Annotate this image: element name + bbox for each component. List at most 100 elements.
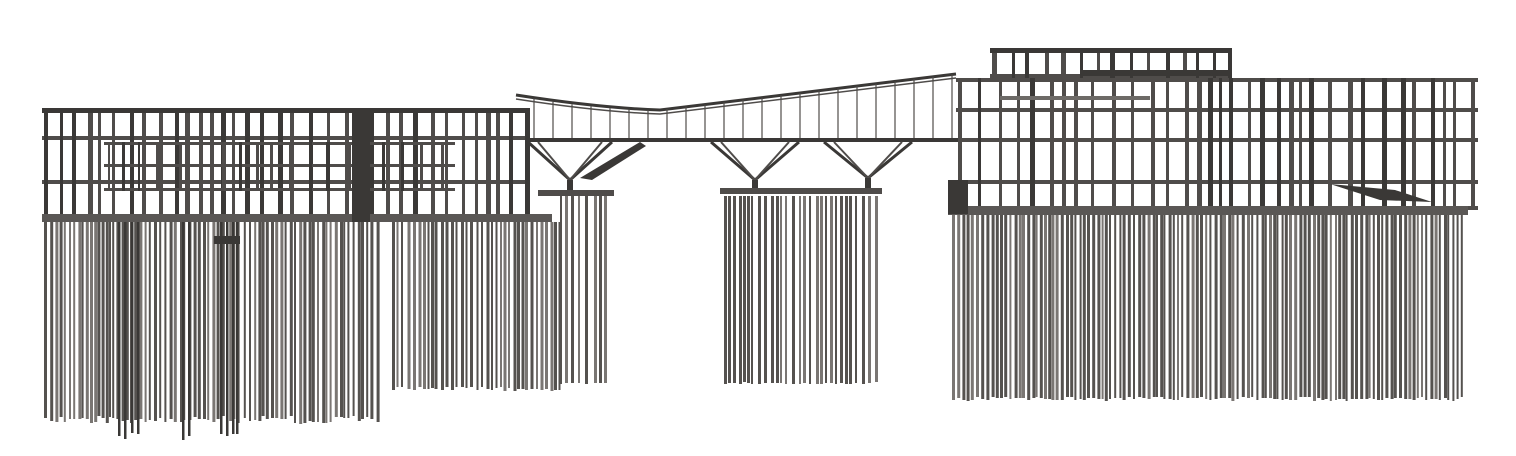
- pile: [952, 214, 955, 400]
- column: [1382, 78, 1387, 210]
- pile: [1114, 214, 1117, 398]
- pile: [1160, 214, 1164, 397]
- pile: [125, 222, 129, 420]
- pile: [325, 222, 328, 423]
- pile: [1365, 214, 1369, 399]
- pile: [237, 222, 240, 423]
- column: [1299, 78, 1302, 210]
- pile: [59, 222, 63, 417]
- column: [1443, 78, 1446, 210]
- pile: [303, 222, 307, 423]
- pile: [508, 222, 510, 388]
- pile: [1181, 214, 1184, 397]
- pile: [69, 222, 71, 419]
- bridge-deck: [528, 138, 958, 142]
- pile: [1264, 214, 1267, 398]
- pile: [1299, 214, 1303, 397]
- bridge-strut: [569, 141, 603, 181]
- pile: [1032, 214, 1036, 398]
- pile: [1307, 214, 1311, 397]
- pile: [352, 222, 355, 416]
- central-pier-piles: [724, 196, 878, 384]
- pile: [966, 214, 970, 401]
- column: [210, 108, 214, 218]
- pile: [1092, 214, 1096, 398]
- pile: [1335, 214, 1337, 400]
- column: [413, 108, 418, 218]
- column: [326, 142, 330, 191]
- pile: [594, 196, 597, 383]
- pile: [1214, 214, 1218, 399]
- pile: [733, 196, 736, 383]
- pile: [180, 222, 183, 422]
- strut-base: [567, 180, 573, 190]
- pile: [1138, 214, 1142, 397]
- beam: [104, 142, 455, 145]
- column: [1289, 78, 1294, 210]
- column: [1197, 78, 1202, 210]
- pile: [495, 222, 498, 388]
- pier-cap: [720, 188, 882, 194]
- column: [1219, 78, 1222, 210]
- strut-base: [752, 180, 758, 190]
- pile: [97, 222, 101, 416]
- roof-beam: [42, 108, 530, 113]
- floor-slab: [948, 206, 1468, 215]
- pile: [1079, 214, 1082, 399]
- pile: [803, 196, 806, 383]
- column: [1151, 78, 1155, 210]
- beam: [956, 78, 1478, 82]
- pile: [578, 196, 580, 383]
- beam: [956, 138, 1478, 142]
- column: [1260, 78, 1265, 210]
- pile: [1018, 214, 1022, 398]
- beam: [42, 136, 530, 140]
- pile: [164, 222, 167, 422]
- pile: [1200, 214, 1203, 397]
- column: [159, 108, 163, 218]
- pile: [1317, 214, 1321, 398]
- pile: [962, 214, 966, 400]
- column: [44, 108, 48, 218]
- column: [1017, 78, 1020, 210]
- pile: [317, 222, 319, 422]
- bridge-strut: [526, 140, 572, 182]
- column: [462, 108, 465, 218]
- pile: [957, 214, 961, 398]
- column: [1110, 48, 1115, 78]
- pile: [1324, 214, 1328, 399]
- pile: [1261, 214, 1265, 398]
- column: [88, 108, 93, 218]
- pile: [401, 222, 403, 387]
- pile: [849, 196, 852, 384]
- pile: [995, 214, 999, 398]
- pile: [862, 196, 865, 384]
- pile: [1247, 214, 1250, 398]
- pile: [503, 222, 507, 391]
- pile: [216, 222, 220, 419]
- column: [1309, 78, 1314, 210]
- pile: [236, 222, 239, 434]
- pile: [1195, 214, 1199, 398]
- pile: [830, 196, 833, 383]
- pile: [513, 222, 517, 391]
- pile: [1425, 214, 1428, 400]
- pile: [1256, 214, 1259, 400]
- east-pile-field: [952, 214, 1463, 401]
- pile: [1329, 214, 1332, 401]
- pile: [1147, 214, 1151, 399]
- pile: [1186, 214, 1190, 398]
- pile: [220, 222, 223, 434]
- pile: [370, 222, 374, 419]
- pile: [1360, 214, 1364, 399]
- bridge-strut: [568, 140, 614, 182]
- pile: [976, 214, 979, 397]
- pile: [1456, 214, 1459, 399]
- pile: [855, 196, 857, 383]
- pile: [1055, 214, 1059, 400]
- column: [72, 108, 76, 218]
- pile: [109, 222, 111, 417]
- pile: [1452, 214, 1455, 401]
- pile: [1009, 214, 1012, 399]
- pile: [1231, 214, 1235, 401]
